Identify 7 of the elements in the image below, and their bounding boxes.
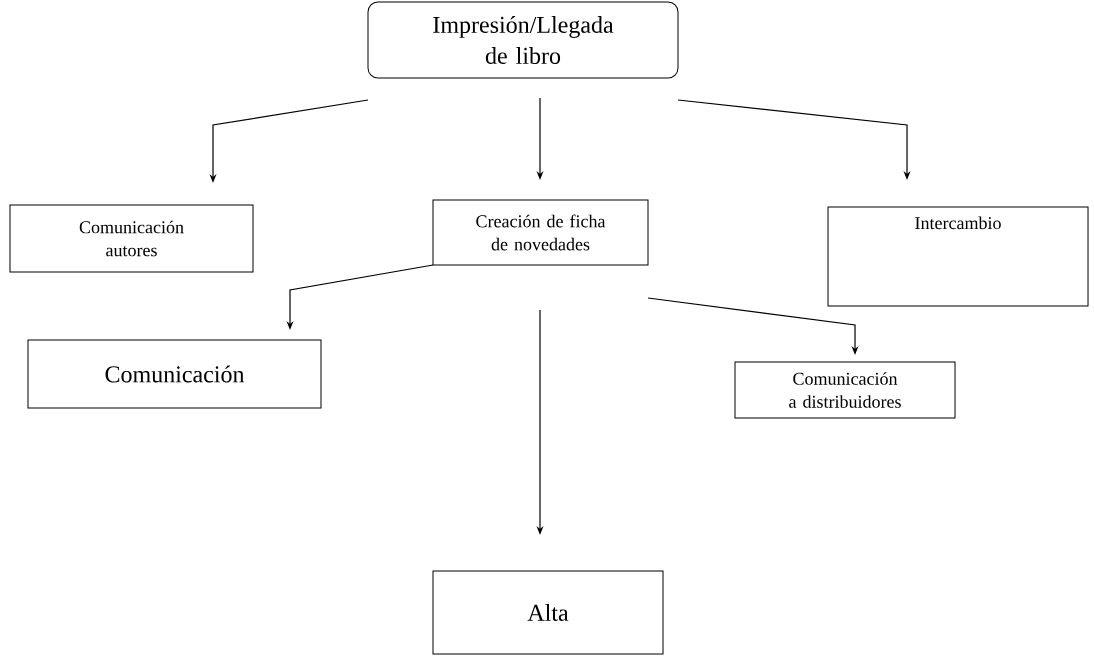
- process-box: Alta: [432, 570, 664, 655]
- process-box: Comunicación autores: [9, 204, 254, 273]
- process-box: Creación de ficha de novedades: [432, 199, 649, 266]
- process-box: Intercambio: [827, 206, 1089, 307]
- process-box: Comunicación a distribuidores: [734, 361, 956, 419]
- start-box: Impresión/Llegada de libro: [367, 1, 679, 79]
- process-box: Comunicación: [27, 339, 322, 409]
